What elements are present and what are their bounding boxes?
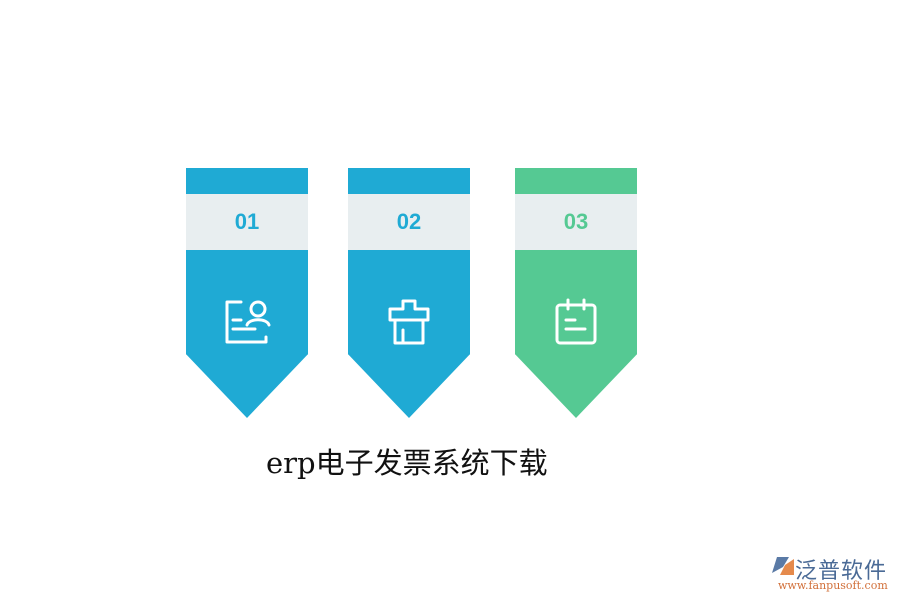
step-number: 02 [348, 194, 470, 250]
card-top-band [348, 168, 470, 194]
user-document-icon [225, 300, 271, 344]
brand-url: www.fanpusoft.com [778, 579, 888, 592]
brand-name: 泛普软件 [795, 559, 888, 584]
step-card-01: 01 [186, 168, 308, 418]
step-card-02: 02 [348, 168, 470, 418]
page-title: erp电子发票系统下载 [266, 446, 548, 480]
card-top-band [186, 168, 308, 194]
step-number: 01 [186, 194, 308, 250]
fanpu-logo-icon [772, 557, 794, 575]
step-number: 03 [515, 194, 637, 250]
card-top-band [515, 168, 637, 194]
step-card-03: 03 [515, 168, 637, 418]
calendar-icon [555, 298, 597, 345]
gift-box-icon [388, 299, 430, 345]
brand-logo: 泛普软件 www.fanpusoft.com [768, 553, 893, 593]
